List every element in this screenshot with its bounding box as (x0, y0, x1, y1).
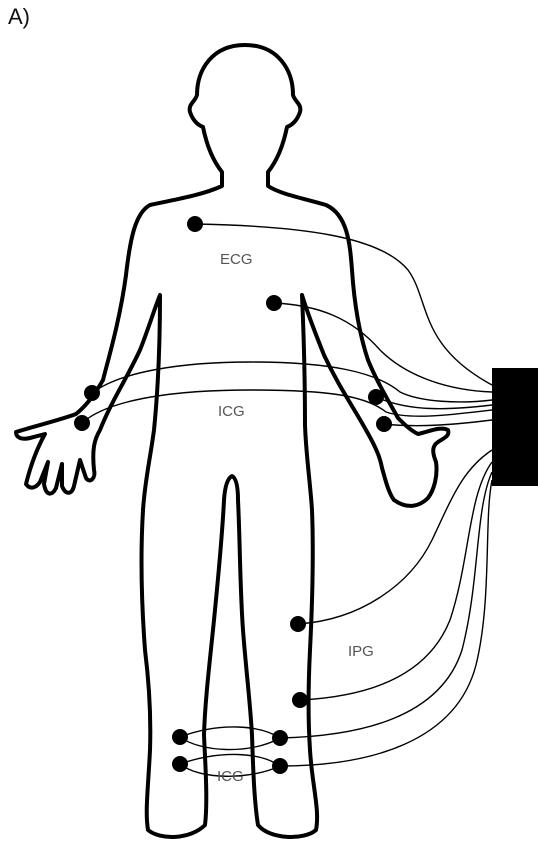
wire-ecg-lower (274, 303, 492, 392)
electrode-ipg-thigh (290, 616, 306, 632)
electrode-ecg-chest-right (187, 216, 203, 232)
wire-ipg-upper (298, 450, 492, 624)
label-ipg: IPG (348, 643, 374, 660)
electrode-ankle-right-1 (272, 730, 288, 746)
electrode-arm-right-1 (368, 389, 384, 405)
electrode-ankle-left-1 (172, 729, 188, 745)
electrode-arm-left-2 (74, 415, 90, 431)
wire-leg-3 (180, 737, 280, 750)
electrode-ipg-calf (292, 692, 308, 708)
monitor-box (492, 368, 538, 486)
electrode-arm-right-2 (376, 416, 392, 432)
wire-leg-2 (180, 480, 492, 766)
electrode-ankle-right-2 (272, 758, 288, 774)
electrode-ecg-chest-left (266, 295, 282, 311)
panel-label: A) (8, 4, 30, 30)
body-outline (16, 45, 448, 837)
wire-icg-arm-1 (92, 362, 492, 402)
wire-ecg-upper (195, 224, 492, 385)
wire-ipg-lower (300, 462, 492, 700)
electrode-ankle-left-2 (172, 756, 188, 772)
electrode-arm-left-1 (84, 385, 100, 401)
label-icg-upper: ICG (218, 403, 245, 420)
wire-icg-arm-2 (82, 390, 492, 423)
label-icg-lower: ICG (217, 768, 244, 785)
label-ecg: ECG (220, 251, 253, 268)
